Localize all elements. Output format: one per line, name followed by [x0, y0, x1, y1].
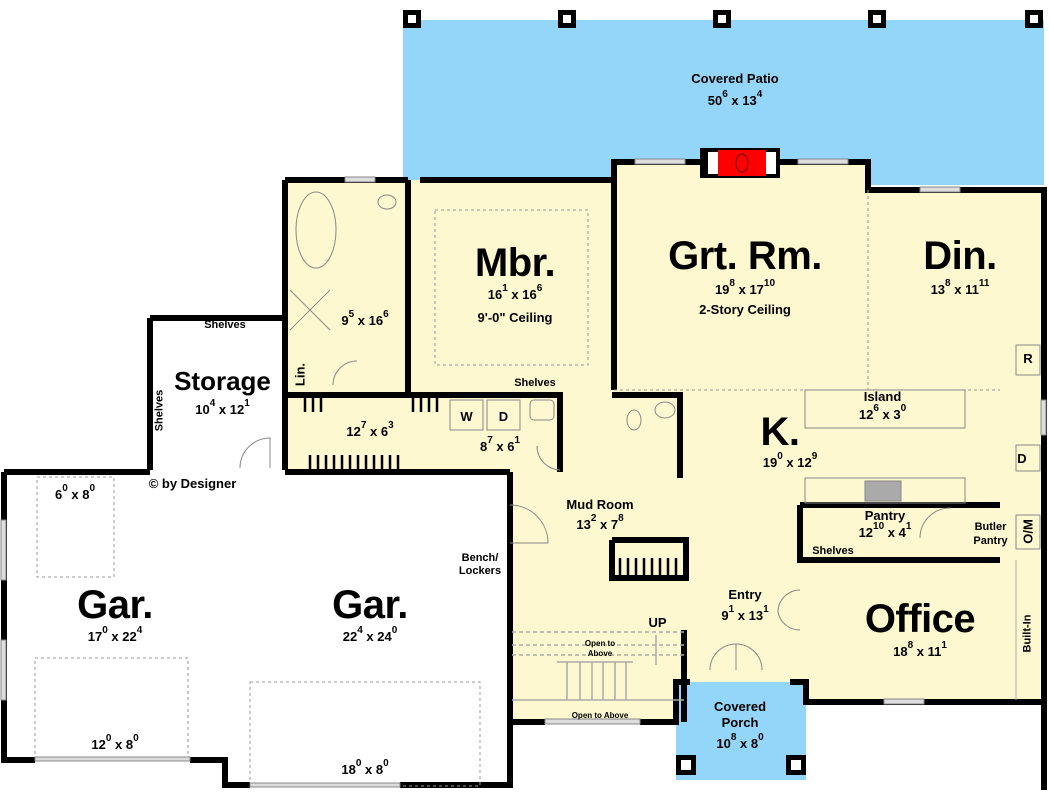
staircase [512, 631, 684, 701]
oven [1015, 514, 1041, 550]
great-room-ceiling: 2-Story Ceiling [699, 302, 791, 317]
covered-porch-area [676, 682, 806, 780]
mud-room-label: Mud Room [566, 497, 634, 512]
laundry-sink [529, 399, 555, 421]
kitchen-dimensions: 190 x 129 [762, 451, 818, 470]
dishwasher [1015, 444, 1041, 472]
dining-dimensions: 138 x 1111 [930, 278, 990, 297]
master-bedroom-ceiling: 9'-0" Ceiling [477, 310, 553, 325]
closet-rods [303, 397, 678, 576]
open-to-above-label-line1: Open to [584, 639, 616, 648]
laundry-dimensions: 87 x 61 [479, 435, 521, 454]
pantry-shelves-label: Shelves [812, 545, 854, 557]
range-counter [804, 477, 966, 504]
butler-pantry-label-line1: Butler [974, 521, 1007, 533]
dryer [486, 399, 521, 431]
kitchen-label: K. [760, 410, 801, 454]
butler-pantry-label-line2: Pantry [973, 535, 1008, 547]
office-label: Office [864, 597, 976, 641]
covered-patio-label: Covered Patio [691, 71, 779, 86]
copyright-label: © by Designer [148, 476, 237, 491]
washer [449, 399, 484, 431]
refrigerator-label: R [1023, 351, 1033, 366]
island-counter [804, 389, 966, 429]
great-room-label: Grt. Rm. [668, 234, 822, 278]
garage-2-dimensions: 224 x 240 [342, 625, 398, 644]
patio-columns [403, 10, 1043, 775]
dishwasher-label: D [1017, 451, 1027, 466]
washer-label: W [460, 409, 473, 424]
covered-porch-label-line1: Covered [713, 699, 767, 714]
covered-patio-dimensions: 506 x 134 [707, 89, 763, 108]
master-bedroom-dimensions: 161 x 166 [487, 283, 543, 302]
storage-area [150, 318, 285, 468]
open-to-above-label-line2: Above [587, 649, 613, 658]
island-dimensions: 126 x 30 [858, 403, 907, 422]
stairs-up-label: UP [648, 615, 667, 630]
storage-label: Storage [174, 366, 271, 396]
garage-area [4, 465, 510, 790]
entry-dimensions: 91 x 131 [721, 604, 769, 623]
storage-shelves-label: Shelves [204, 319, 246, 331]
open-to-above-bottom-label: Open to Above [571, 711, 629, 720]
island-label: Island [863, 389, 902, 404]
linen-label: Lin. [292, 362, 308, 387]
master-bath-dimensions: 95 x 166 [341, 309, 389, 328]
garage-2-label: Gar. [332, 583, 408, 627]
great-room-dimensions: 198 x 1710 [714, 278, 776, 297]
laundry-shelves-label: Shelves [514, 377, 556, 389]
interior-area [285, 162, 1040, 722]
bathtub [295, 191, 337, 269]
windows [0, 158, 1047, 788]
master-bedroom-label: Mbr. [474, 241, 556, 285]
pantry-label: Pantry [864, 508, 906, 523]
closet-dimensions: 127 x 63 [346, 420, 394, 439]
dining-label: Din. [923, 234, 997, 278]
pantry-dimensions: 1210 x 41 [858, 521, 912, 540]
bench-lockers-label-line1: Bench/ [461, 552, 499, 564]
golf-cart-bay-dimensions: 60 x 80 [54, 483, 96, 502]
office-dimensions: 188 x 111 [893, 640, 947, 659]
covered-porch-label-line2: Porch [721, 715, 759, 730]
built-in-label: Built-In [1021, 614, 1034, 653]
powder-sink [654, 401, 676, 419]
mud-room-dimensions: 132 x 78 [576, 513, 624, 532]
entry-label: Entry [728, 587, 762, 602]
garage-1-dimensions: 170 x 224 [87, 625, 143, 644]
covered-porch-dimensions: 108 x 80 [716, 732, 764, 751]
storage-dimensions: 104 x 121 [195, 398, 250, 417]
bench-lockers-label-line2: Lockers [458, 565, 502, 577]
garage-door-2-dimensions: 180 x 80 [341, 758, 389, 777]
oven-label: O/M [1020, 519, 1036, 544]
doors [239, 360, 951, 671]
dryer-label: D [498, 409, 509, 424]
cooktop [864, 480, 902, 502]
garage-1-label: Gar. [77, 583, 153, 627]
garage-door-1-dimensions: 120 x 80 [91, 733, 139, 752]
toilet [377, 194, 397, 210]
refrigerator [1015, 344, 1041, 376]
powder-toilet [626, 409, 642, 431]
